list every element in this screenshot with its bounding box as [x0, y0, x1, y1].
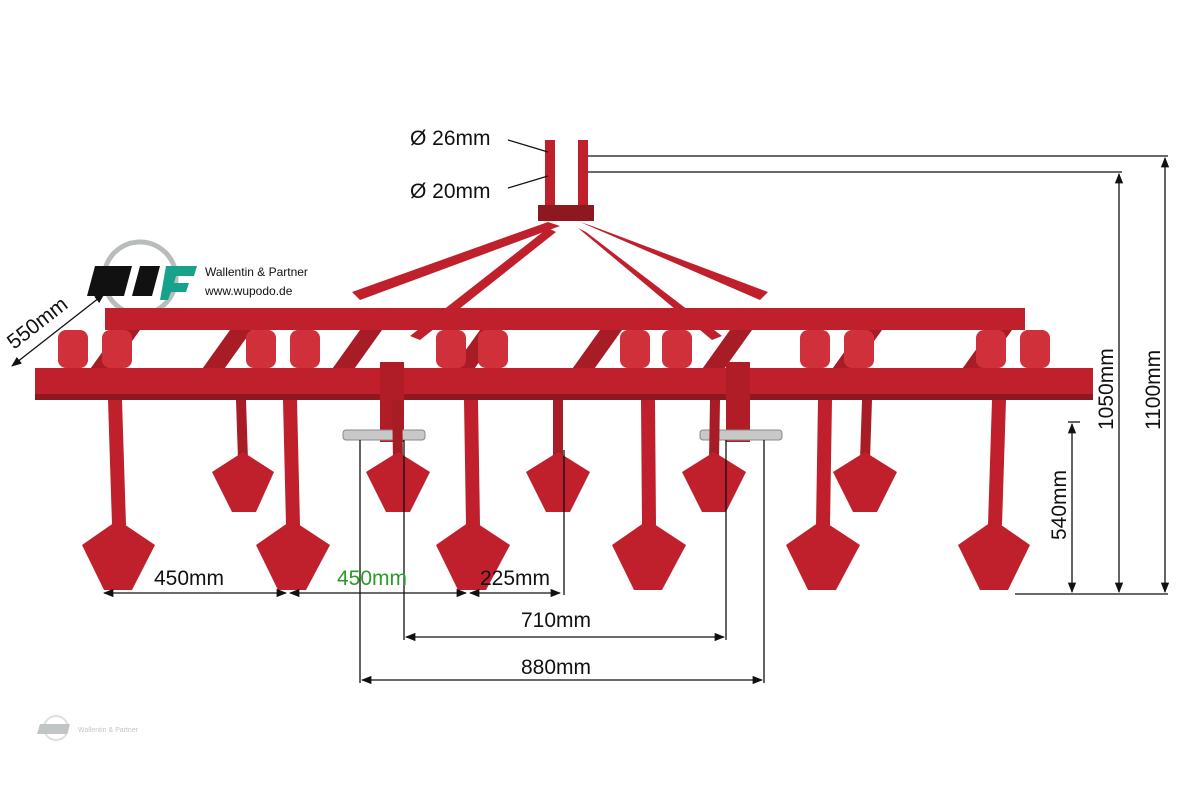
mast-bracket [538, 205, 594, 221]
tine [526, 400, 590, 512]
frame-height-label: 540mm [1048, 470, 1071, 540]
tine-offset-label: 225mm [480, 567, 550, 590]
dimension-lines [11, 139, 1170, 685]
cultivator-machine [35, 140, 1093, 590]
lower-pin-left [342, 429, 426, 441]
tine [833, 400, 897, 512]
tine [786, 400, 860, 590]
tine [436, 400, 510, 590]
tine [82, 400, 155, 590]
logo-w-icon [87, 266, 132, 296]
lower-link-inner-label: 710mm [521, 609, 591, 632]
depth-550-line [11, 293, 105, 367]
logo-website: www.wupodo.de [204, 284, 293, 298]
tine [366, 400, 430, 512]
pin-upper-leader [507, 139, 549, 153]
pin-upper-diameter-label: Ø 26mm [410, 127, 491, 150]
tine [958, 400, 1030, 590]
dimension-labels: Ø 26mm Ø 20mm 550mm 450mm 450mm 225mm 71… [3, 127, 1165, 679]
watermark-company-name: Wallentin & Partner [78, 727, 139, 734]
tine-spacing-outer-label: 450mm [154, 567, 224, 590]
lower-link-outer-label: 880mm [521, 656, 591, 679]
watermark: Wallentin & Partner [37, 715, 139, 741]
mast-post-right [578, 140, 588, 220]
mast-height-lower-label: 1050mm [1095, 348, 1118, 430]
tine-spacing-inner-label: 450mm [337, 567, 407, 590]
spring-assemblies [58, 330, 1050, 368]
tine [256, 400, 330, 590]
tine [212, 400, 274, 512]
tine [682, 400, 746, 512]
mast-brace-left [352, 222, 560, 300]
pin-lower-leader [507, 175, 549, 189]
mast-height-upper-label: 1100mm [1142, 350, 1165, 430]
mast-brace-right [580, 222, 768, 300]
front-frame-beam [35, 368, 1093, 398]
company-logo: Wallentin & Partner www.wupodo.de [87, 239, 308, 317]
tine [612, 400, 686, 590]
watermark-logo-icon [37, 724, 70, 734]
tines [82, 400, 1030, 590]
lower-pin-right [699, 429, 783, 441]
hitch-plate-right [726, 362, 750, 442]
logo-company-name: Wallentin & Partner [205, 265, 308, 279]
mast-post-left [545, 140, 555, 220]
logo-f-icon [160, 266, 197, 300]
rear-frame-beam [105, 308, 1025, 330]
pin-lower-diameter-label: Ø 20mm [410, 180, 491, 203]
